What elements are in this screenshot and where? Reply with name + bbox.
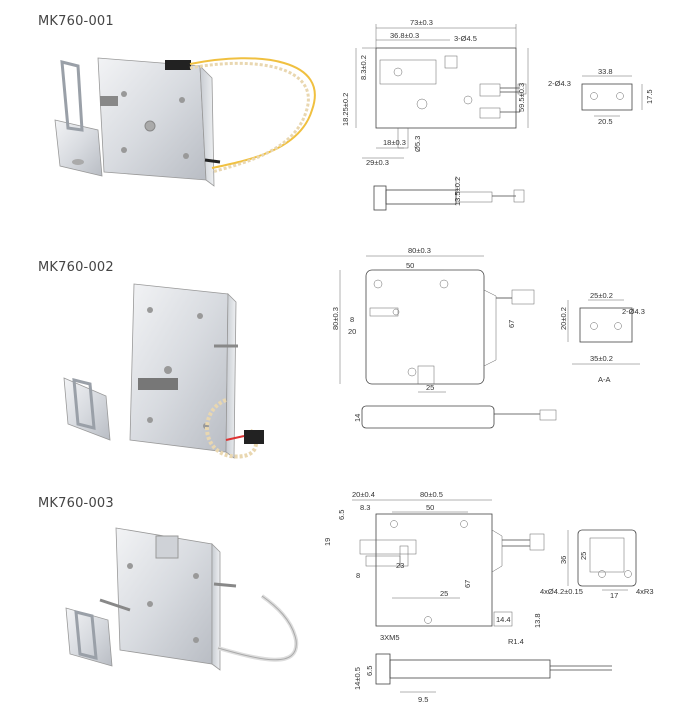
svg-text:17: 17 (610, 591, 618, 600)
model-label-2: MK760-002 (38, 260, 114, 275)
svg-text:8: 8 (356, 571, 360, 580)
svg-text:33.8: 33.8 (598, 67, 613, 76)
svg-text:8: 8 (350, 315, 354, 324)
svg-text:14±0.5: 14±0.5 (353, 667, 362, 690)
svg-text:50: 50 (406, 261, 414, 270)
svg-text:25±0.2: 25±0.2 (590, 291, 613, 300)
svg-text:25: 25 (426, 383, 434, 392)
svg-text:14.4: 14.4 (496, 615, 511, 624)
svg-text:2-Ø4.3: 2-Ø4.3 (622, 307, 645, 316)
svg-text:36: 36 (559, 556, 568, 564)
svg-text:20±0.2: 20±0.2 (559, 307, 568, 330)
svg-text:73±0.3: 73±0.3 (410, 18, 433, 27)
tech-drawing-2: 80±0.3 50 80±0.3 8 20 67 25 14 25±0.2 20… (331, 246, 645, 429)
svg-text:A-A: A-A (598, 375, 611, 384)
svg-text:35±0.2: 35±0.2 (590, 354, 613, 363)
svg-text:25: 25 (440, 589, 448, 598)
model-label-1: MK760-001 (38, 14, 114, 29)
svg-text:67: 67 (463, 580, 472, 588)
svg-text:18±0.3: 18±0.3 (383, 138, 406, 147)
svg-text:50: 50 (426, 503, 434, 512)
svg-text:6.5: 6.5 (365, 666, 374, 676)
svg-text:80±0.3: 80±0.3 (408, 246, 431, 255)
svg-text:18.25±0.2: 18.25±0.2 (341, 93, 350, 126)
tech-drawing-3: 20±0.4 80±0.5 8.3 50 6.5 19 23 8 67 25 1… (323, 490, 654, 704)
svg-text:23: 23 (396, 561, 404, 570)
svg-text:67: 67 (507, 320, 516, 328)
svg-text:20±0.4: 20±0.4 (352, 490, 375, 499)
svg-text:80±0.5: 80±0.5 (420, 490, 443, 499)
svg-text:R1.4: R1.4 (508, 637, 524, 646)
svg-text:9.5: 9.5 (418, 695, 428, 704)
svg-text:14: 14 (353, 414, 362, 422)
svg-text:29±0.3: 29±0.3 (366, 158, 389, 167)
product-photo-1 (54, 57, 316, 187)
svg-text:13.5±0.2: 13.5±0.2 (453, 177, 462, 206)
product-photo-2 (63, 283, 264, 459)
svg-text:4xØ4.2±0.15: 4xØ4.2±0.15 (540, 587, 583, 596)
svg-text:3XM5: 3XM5 (380, 633, 400, 642)
svg-text:20: 20 (348, 327, 356, 336)
product-photo-3 (65, 527, 299, 671)
svg-text:6.5: 6.5 (337, 510, 346, 520)
model-label-3: MK760-003 (38, 496, 114, 511)
svg-text:2-Ø4.3: 2-Ø4.3 (548, 79, 571, 88)
svg-text:13.8: 13.8 (533, 613, 542, 628)
svg-text:25: 25 (579, 552, 588, 560)
svg-text:17.5: 17.5 (645, 89, 654, 104)
svg-text:8.3: 8.3 (360, 503, 370, 512)
svg-text:Ø5.3: Ø5.3 (413, 136, 422, 152)
svg-text:59.5±0.3: 59.5±0.3 (517, 83, 526, 112)
svg-text:80±0.3: 80±0.3 (331, 307, 340, 330)
svg-text:20.5: 20.5 (598, 117, 613, 126)
svg-text:3-Ø4.5: 3-Ø4.5 (454, 34, 477, 43)
svg-text:36.8±0.3: 36.8±0.3 (390, 31, 419, 40)
svg-text:19: 19 (323, 538, 332, 546)
tech-drawing-1: 73±0.3 36.8±0.3 3-Ø4.5 18.25±0.2 8.3±0.2… (341, 18, 654, 211)
svg-text:4xR3: 4xR3 (636, 587, 654, 596)
svg-text:8.3±0.2: 8.3±0.2 (359, 55, 368, 80)
